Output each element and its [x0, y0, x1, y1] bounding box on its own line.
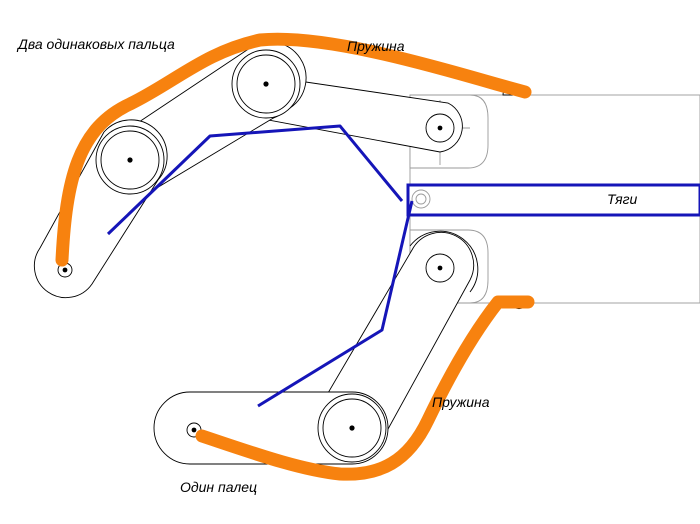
rod-channel — [406, 183, 700, 217]
spring-top-label: Пружина — [347, 38, 405, 54]
lower-spring — [195, 295, 535, 481]
spring-bottom-label: Пружина — [432, 394, 490, 410]
lower-tie-rod — [257, 200, 414, 408]
two-fingers-label: Два одинаковых пальца — [16, 36, 175, 52]
upper-spring — [55, 32, 532, 267]
rods-label: Тяги — [607, 191, 637, 207]
upper-tie-rod — [106, 124, 404, 236]
one-finger-label: Один палец — [180, 479, 257, 495]
